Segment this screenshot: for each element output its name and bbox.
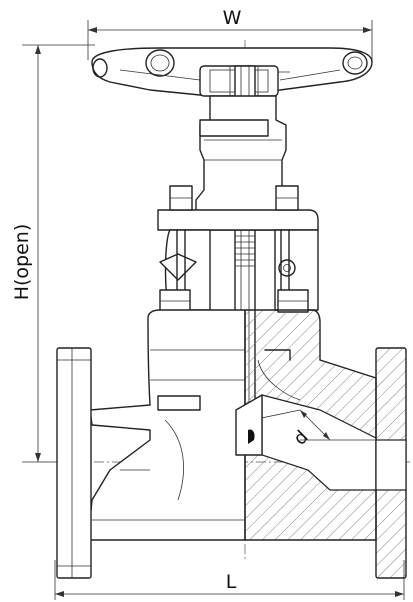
bonnet (157, 185, 319, 313)
yoke (195, 95, 291, 231)
valve-body-section (244, 309, 377, 541)
flange-left (56, 347, 92, 579)
length-label: L (226, 571, 237, 593)
flange-right (375, 347, 407, 579)
dimension-w (87, 20, 373, 60)
wedge (235, 394, 263, 456)
dimension-d (299, 409, 331, 441)
valve-body-left (89, 309, 246, 541)
handwheel (91, 47, 373, 97)
width-label: W (223, 7, 242, 29)
height-label: H(open) (11, 224, 33, 301)
